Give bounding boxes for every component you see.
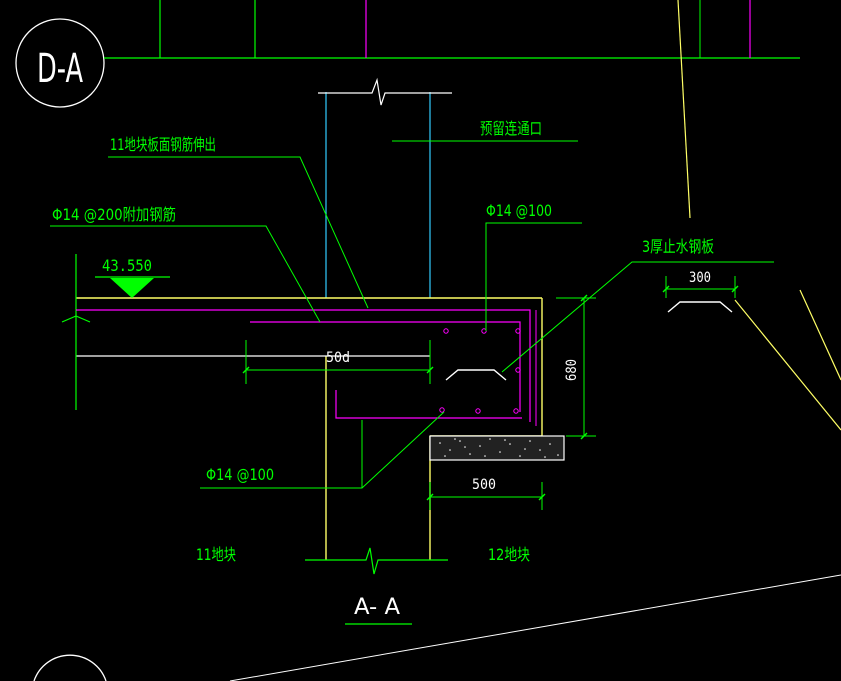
view-tag-circle-fragment bbox=[33, 654, 107, 681]
section-title: A- A bbox=[345, 595, 412, 625]
column-outline bbox=[318, 77, 452, 298]
dimension-anchor-length: 50d bbox=[242, 340, 434, 384]
annotation-extra-rebar-text: Φ14 @200附加钢筋 bbox=[52, 205, 176, 224]
annotation-extra-rebar: Φ14 @200附加钢筋 bbox=[50, 205, 321, 323]
annotation-waterstop-text: 3厚止水钢板 bbox=[642, 237, 714, 256]
section-title-text: A- A bbox=[354, 595, 400, 620]
concrete-ledge bbox=[429, 435, 565, 461]
slab-break-line bbox=[61, 254, 91, 410]
slab-beam-concrete bbox=[76, 297, 543, 560]
dimension-ledge-width: 500 bbox=[426, 477, 546, 510]
dimension-ledge-width-text: 500 bbox=[472, 477, 496, 493]
dimension-plate-width: 300 bbox=[662, 270, 739, 298]
dimension-plate-width-text: 300 bbox=[689, 270, 711, 286]
annotation-rebar-top-text: Φ14 @100 bbox=[486, 201, 552, 220]
view-tag-circle bbox=[15, 18, 105, 108]
slope-lines bbox=[229, 0, 841, 681]
elevation-triangle-icon bbox=[110, 278, 154, 298]
elevation-marker: 43.550 bbox=[95, 256, 170, 298]
elevation-value: 43.550 bbox=[102, 256, 152, 275]
plot-11-label: 11地块 bbox=[196, 545, 236, 564]
view-tag: D-A bbox=[15, 18, 105, 108]
rebar-lines bbox=[76, 309, 537, 426]
annotation-rebar-extend-text: 11地块板面钢筋伸出 bbox=[110, 135, 216, 154]
annotation-rebar-extend: 11地块板面钢筋伸出 bbox=[108, 135, 369, 309]
dimension-beam-height-text: 680 bbox=[564, 359, 580, 381]
view-tag-label: D-A bbox=[37, 46, 83, 92]
annotation-rebar-top: Φ14 @100 bbox=[485, 201, 582, 331]
upper-linework bbox=[104, 0, 800, 59]
annotation-reserved-access: 预留连通口 bbox=[392, 119, 578, 142]
waterstop-plate bbox=[445, 369, 507, 381]
annotation-reserved-access-text: 预留连通口 bbox=[480, 119, 542, 138]
bottom-break-line bbox=[305, 547, 448, 575]
plot-12-label: 12地块 bbox=[488, 545, 530, 564]
annotation-rebar-bottom: Φ14 @100 bbox=[200, 411, 445, 489]
dimension-anchor-length-text: 50d bbox=[326, 350, 350, 366]
waterstop-plate-detail bbox=[667, 301, 733, 313]
annotation-waterstop: 3厚止水钢板 bbox=[501, 237, 774, 373]
annotation-rebar-bottom-text: Φ14 @100 bbox=[206, 465, 274, 484]
dimension-beam-height: 680 bbox=[556, 294, 596, 440]
